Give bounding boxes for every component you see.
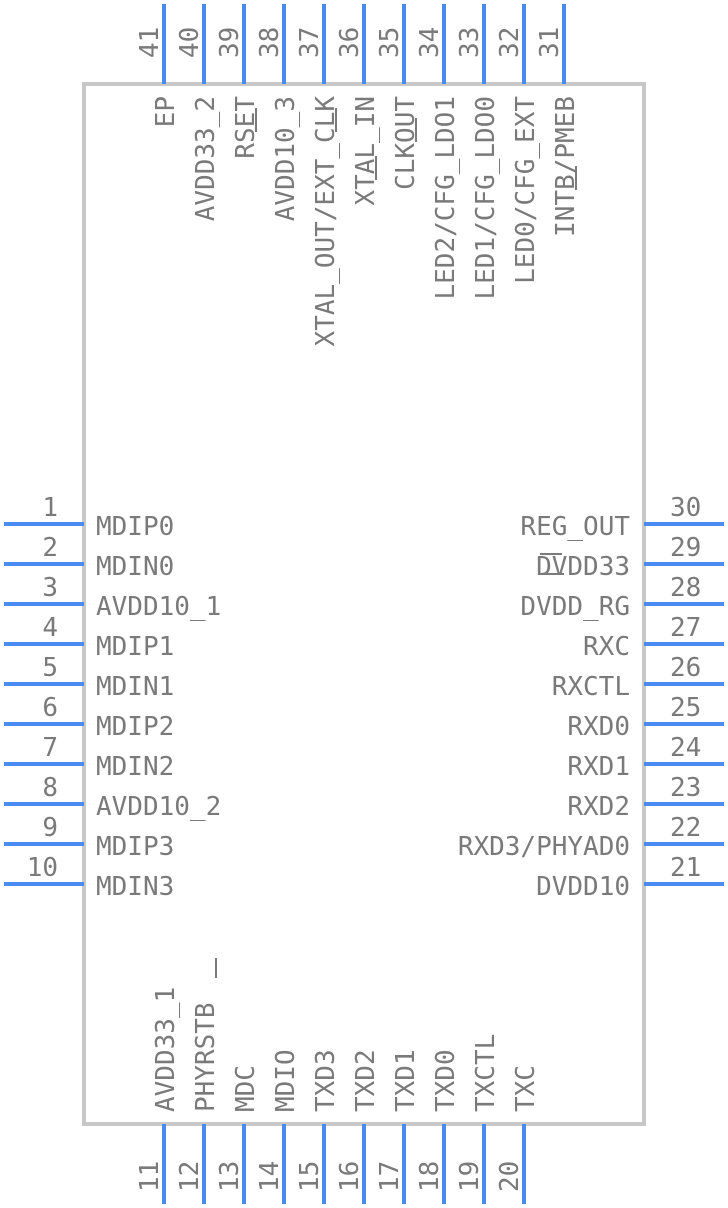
pin-24-name: RXD1 — [567, 752, 630, 782]
pin-28-name: DVDD_RG — [520, 592, 630, 622]
pin-24-number: 24 — [670, 733, 701, 763]
pin-20-number: 20 — [495, 1161, 525, 1192]
pin-17-number: 17 — [375, 1161, 405, 1192]
pin-16-name: TXD2 — [351, 1049, 381, 1112]
pin-25-number: 25 — [670, 693, 701, 723]
pin-13-number: 13 — [215, 1161, 245, 1192]
pin-1-name: MDIP0 — [96, 512, 174, 542]
pin-35-name: CLKOUT — [391, 96, 421, 190]
pin-6-number: 6 — [42, 693, 58, 723]
pin-27-number: 27 — [670, 613, 701, 643]
pin-36-number: 36 — [335, 27, 365, 58]
pin-31-number: 31 — [535, 27, 565, 58]
pin-12-number: 12 — [175, 1161, 205, 1192]
pin-33-number: 33 — [455, 27, 485, 58]
pin-40-name: AVDD33_2 — [191, 96, 221, 221]
pin-2-number: 2 — [42, 533, 58, 563]
pin-30-name: REG_OUT — [520, 512, 630, 542]
pin-21-number: 21 — [670, 853, 701, 883]
pin-23-name: RXD2 — [567, 792, 630, 822]
pin-10-number: 10 — [27, 853, 58, 883]
pin-5-number: 5 — [42, 653, 58, 683]
pin-18-number: 18 — [415, 1161, 445, 1192]
pin-34-number: 34 — [415, 27, 445, 58]
pin-4-name: MDIP1 — [96, 632, 174, 662]
pin-19-name: TXCTL — [471, 1034, 501, 1112]
pin-16-number: 16 — [335, 1161, 365, 1192]
pin-33-name: LED1/CFG_LDO0 — [471, 96, 501, 300]
pin-11-number: 11 — [135, 1161, 165, 1192]
pin-22-number: 22 — [670, 813, 701, 843]
pin-3-number: 3 — [42, 573, 58, 603]
pin-23-number: 23 — [670, 773, 701, 803]
pin-3-name: AVDD10_1 — [96, 592, 221, 622]
pin-32-number: 32 — [495, 27, 525, 58]
pin-19-number: 19 — [455, 1161, 485, 1192]
pin-36-name: XTAL_IN — [351, 96, 381, 206]
pin-6-name: MDIP2 — [96, 712, 174, 742]
pin-40-number: 40 — [175, 27, 205, 58]
pin-37-number: 37 — [295, 27, 325, 58]
pin-13-name: MDC — [231, 1065, 261, 1112]
pin-29-name: DVDD33 — [536, 552, 630, 582]
pin-14-number: 14 — [255, 1161, 285, 1192]
pin-17-name: TXD1 — [391, 1049, 421, 1112]
pin-38-name: AVDD10_3 — [271, 96, 301, 221]
pin-26-name: RXCTL — [552, 672, 630, 702]
pin-26-number: 26 — [670, 653, 701, 683]
pin-5-name: MDIN1 — [96, 672, 174, 702]
pin-38-number: 38 — [255, 27, 285, 58]
pin-37-name: XTAL_OUT/EXT_CLK — [311, 96, 341, 347]
pin-4-number: 4 — [42, 613, 58, 643]
pin-2-name: MDIN0 — [96, 552, 174, 582]
pin-34-name: LED2/CFG_LDO1 — [431, 96, 461, 300]
pin-22-name: RXD3/PHYAD0 — [458, 832, 630, 862]
pin-7-name: MDIN2 — [96, 752, 174, 782]
pin-28-number: 28 — [670, 573, 701, 603]
pin-29-number: 29 — [670, 533, 701, 563]
pin-21-name: DVDD10 — [536, 872, 630, 902]
pin-27-name: RXC — [583, 632, 630, 662]
pin-39-number: 39 — [215, 27, 245, 58]
pin-15-number: 15 — [295, 1161, 325, 1192]
pin-20-name: TXC — [511, 1065, 541, 1112]
pin-8-number: 8 — [42, 773, 58, 803]
pin-10-name: MDIN3 — [96, 872, 174, 902]
pin-25-name: RXD0 — [567, 712, 630, 742]
pin-15-name: TXD3 — [311, 1049, 341, 1112]
pin-7-number: 7 — [42, 733, 58, 763]
pin-11-name: AVDD33_1 — [151, 987, 181, 1112]
pin-9-name: MDIP3 — [96, 832, 174, 862]
pin-1-number: 1 — [42, 493, 58, 523]
pin-41-name: EP — [151, 96, 181, 127]
pin-14-name: MDIO — [271, 1049, 301, 1112]
pin-12-name: PHYRSTB — [191, 1002, 221, 1112]
pin-35-number: 35 — [375, 27, 405, 58]
pin-32-name: LED0/CFG_EXT — [511, 96, 541, 284]
pin-8-name: AVDD10_2 — [96, 792, 221, 822]
pin-41-number: 41 — [135, 27, 165, 58]
pin-18-name: TXD0 — [431, 1049, 461, 1112]
pin-9-number: 9 — [42, 813, 58, 843]
pin-30-number: 30 — [670, 493, 701, 523]
